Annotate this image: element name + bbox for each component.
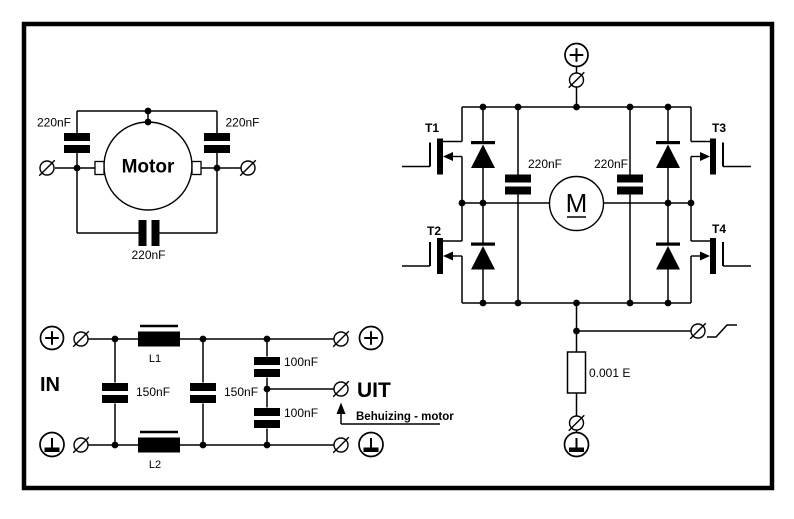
junction-dot bbox=[479, 299, 487, 307]
motor-brush-terminal bbox=[191, 160, 202, 176]
junction-dot bbox=[213, 164, 221, 172]
plus-terminal-icon bbox=[358, 325, 384, 351]
motor-suppression-circuit: 220nF 220nF 220nF Motor bbox=[37, 107, 260, 262]
inductor-label: L1 bbox=[149, 353, 161, 365]
junction-dot bbox=[144, 118, 152, 126]
motor-label: Motor bbox=[122, 157, 175, 178]
cap-value-label: 100nF bbox=[284, 355, 318, 369]
ground-terminal-icon bbox=[39, 431, 65, 458]
junction-dot bbox=[144, 107, 152, 115]
cap-value-label: 150nF bbox=[136, 385, 170, 399]
motor-m-symbol bbox=[548, 175, 605, 232]
motor-m-label: M bbox=[566, 188, 588, 218]
junction-dot bbox=[514, 103, 522, 111]
junction-dot bbox=[664, 299, 672, 307]
behuizing-annotation: Behuizing - motor bbox=[356, 411, 454, 423]
shunt-resistor-icon bbox=[566, 351, 587, 394]
motor-brush-terminal bbox=[94, 160, 105, 176]
junction-dot bbox=[664, 103, 672, 111]
plus-terminal-icon bbox=[564, 42, 589, 68]
cap-value-label: 220nF bbox=[528, 157, 562, 171]
cap-value-label: 220nF bbox=[225, 116, 259, 130]
inductor-label: L2 bbox=[149, 459, 161, 471]
mains-filter-circuit: IN UIT L1 L2 150nF 150nF 100nF 100nF Beh… bbox=[39, 324, 454, 471]
junction-dot bbox=[263, 385, 271, 393]
junction-dot bbox=[687, 199, 695, 207]
transistor-label: T4 bbox=[712, 222, 726, 236]
junction-dot bbox=[111, 441, 119, 449]
ground-terminal-icon bbox=[358, 431, 384, 458]
cap-value-label: 150nF bbox=[224, 385, 258, 399]
junction-dot bbox=[479, 199, 487, 207]
cap-value-label: 220nF bbox=[37, 116, 71, 130]
junction-dot bbox=[263, 335, 271, 343]
pwm-signal-icon bbox=[707, 324, 737, 338]
junction-dot bbox=[573, 299, 580, 307]
transistor-label: T3 bbox=[712, 121, 726, 135]
junction-dot bbox=[263, 441, 271, 449]
cap-value-label: 220nF bbox=[131, 248, 165, 262]
uit-label: UIT bbox=[357, 379, 391, 402]
junction-dot bbox=[514, 299, 522, 307]
shunt-value-label: 0.001 E bbox=[589, 366, 630, 380]
junction-dot bbox=[573, 327, 580, 335]
junction-dot bbox=[626, 103, 634, 111]
behuizing-arrow-icon bbox=[336, 402, 346, 414]
junction-dot bbox=[111, 335, 119, 343]
frame-border bbox=[21, 21, 775, 491]
junction-dot bbox=[664, 199, 672, 207]
in-label: IN bbox=[40, 374, 60, 396]
h-bridge-circuit: T1 T2 T3 T4 220nF 220nF M 0.001 E bbox=[401, 42, 752, 458]
junction-dot bbox=[73, 164, 81, 172]
plus-terminal-icon bbox=[39, 325, 65, 351]
junction-dot bbox=[479, 103, 487, 111]
cap-value-label: 220nF bbox=[594, 157, 628, 171]
transistor-label: T1 bbox=[425, 121, 439, 135]
junction-dot bbox=[199, 441, 207, 449]
cap-value-label: 100nF bbox=[284, 406, 318, 420]
transistor-label: T2 bbox=[427, 224, 441, 238]
junction-dot bbox=[626, 299, 634, 307]
junction-dot bbox=[573, 103, 580, 111]
junction-dot bbox=[458, 199, 466, 207]
ground-terminal-icon bbox=[563, 431, 590, 458]
junction-dot bbox=[199, 335, 207, 343]
